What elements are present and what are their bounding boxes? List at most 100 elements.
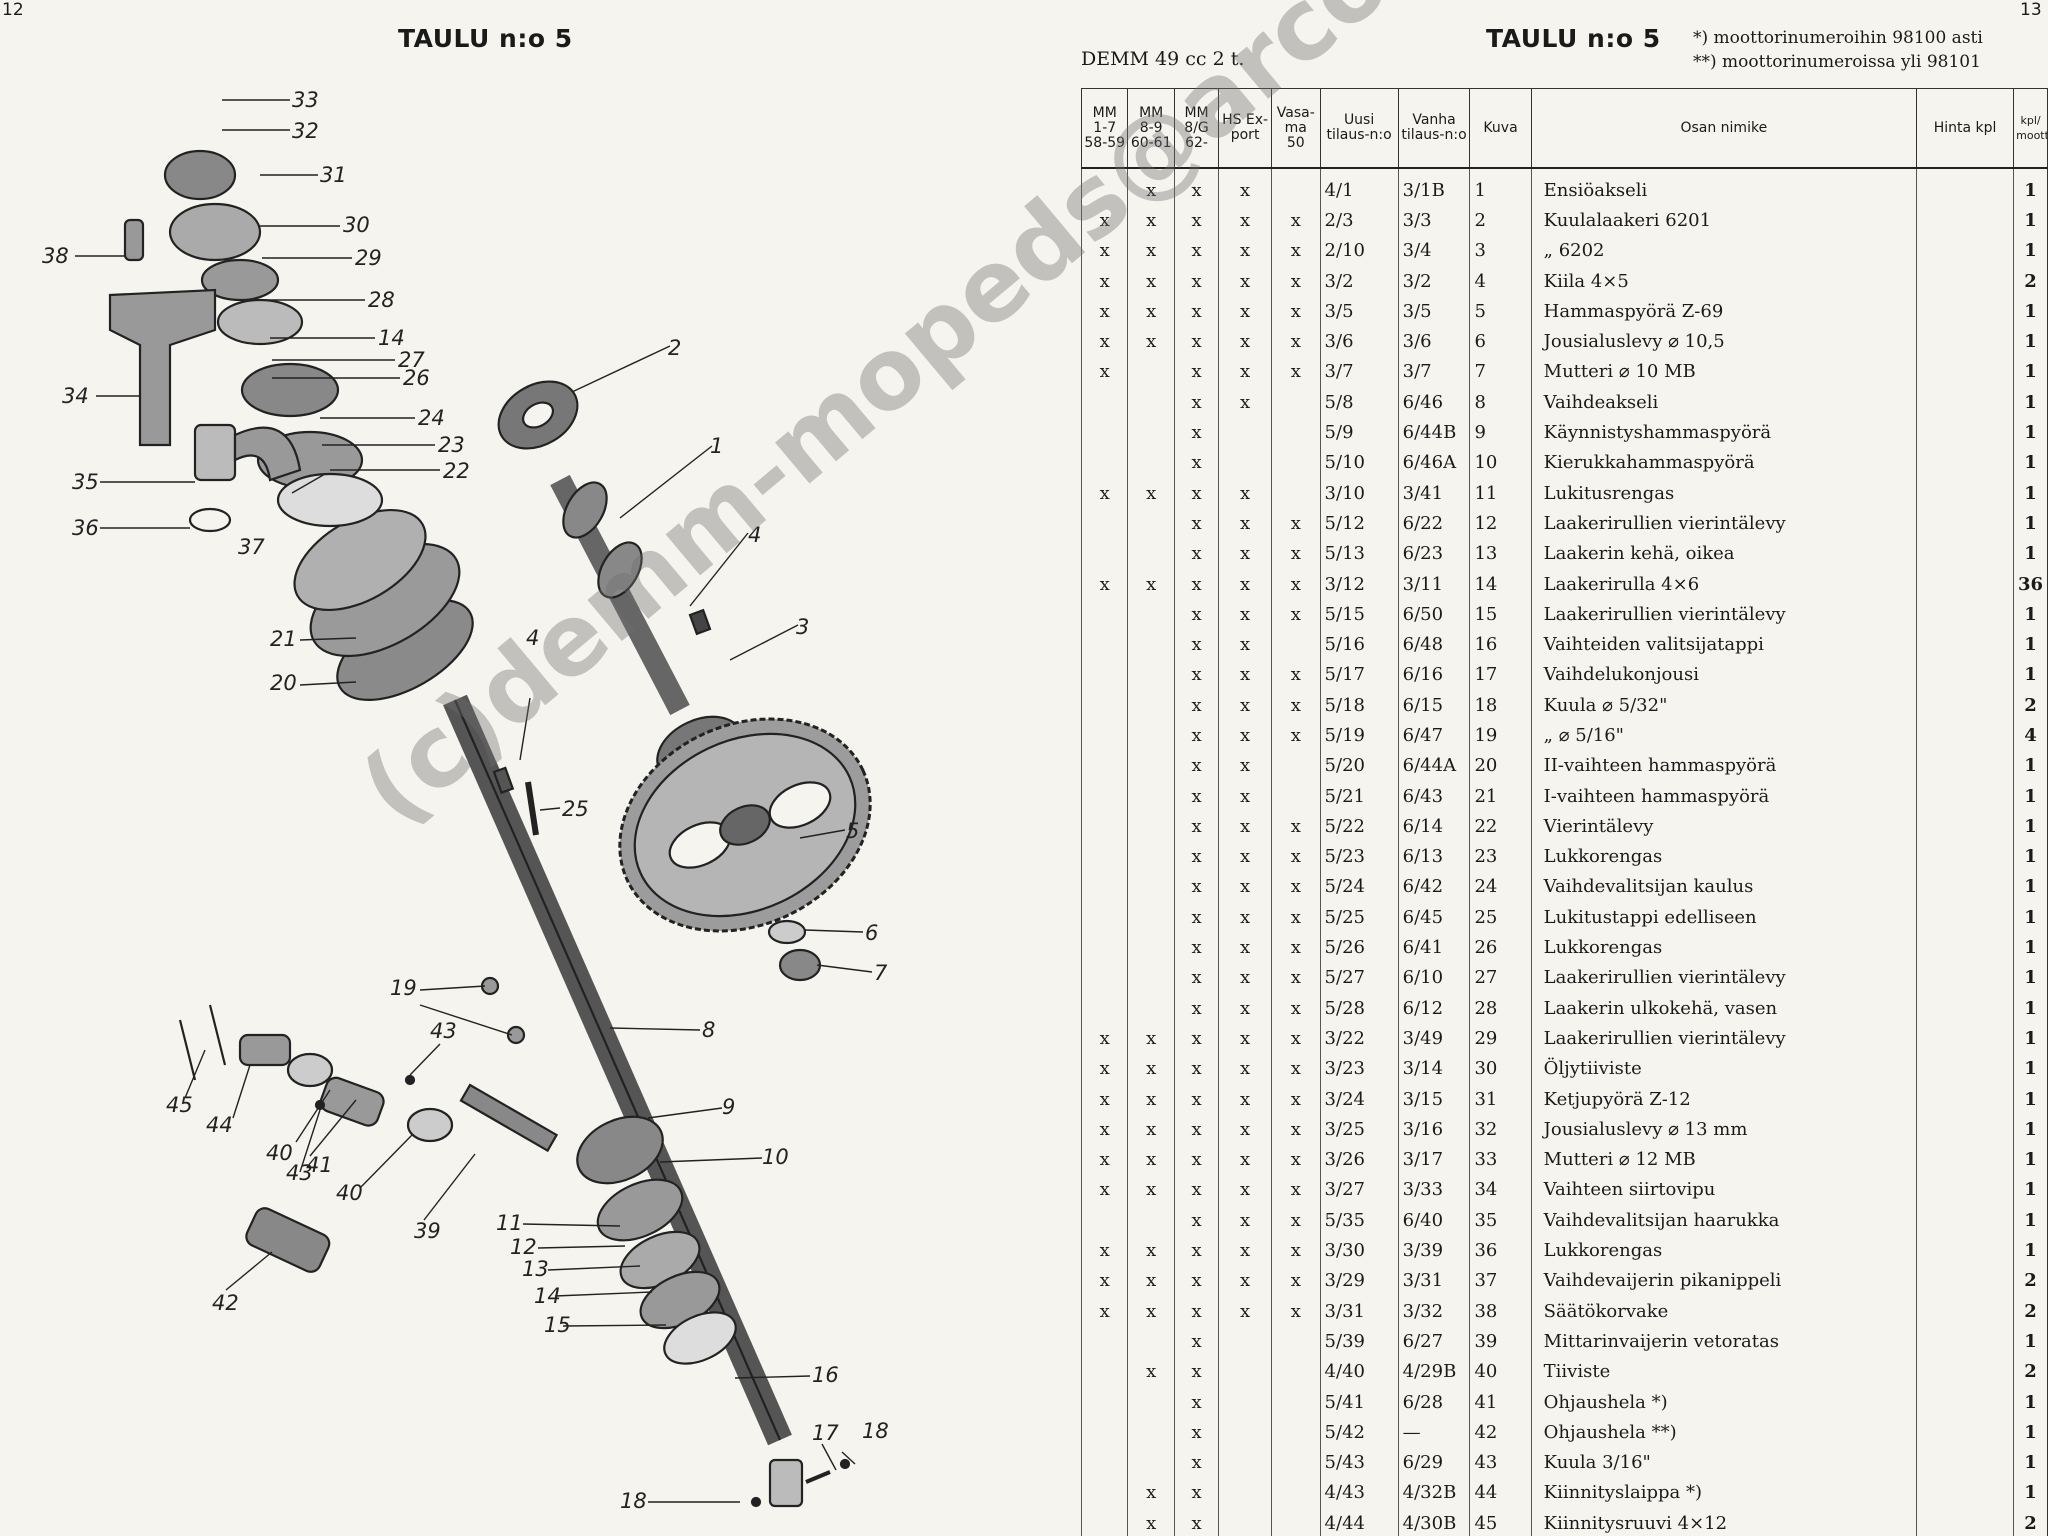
cell-mm-8g: x <box>1173 1447 1219 1478</box>
cell-part-name: Kiila 4×5 <box>1530 265 1917 297</box>
cell-price <box>1915 780 2014 812</box>
cell-hs-export: x <box>1218 629 1272 660</box>
cell-old-order-no: 6/15 <box>1397 690 1470 721</box>
cell-part-name: Säätökorvake <box>1530 1295 1917 1327</box>
cell-mm-1-7: x <box>1080 205 1128 236</box>
cell-mm-8-9 <box>1127 780 1175 812</box>
col-header-qty: kpl/ moott. <box>2013 88 2048 169</box>
callout-8: 8 <box>702 1018 715 1042</box>
cell-mm-8-9: x <box>1127 477 1175 509</box>
cell-part-name: Tiiviste <box>1530 1356 1917 1387</box>
cell-mm-8-9 <box>1127 356 1175 388</box>
cell-mm-8g: x <box>1173 296 1219 327</box>
cell-price <box>1915 1417 2014 1448</box>
cell-qty: 1 <box>2013 417 2048 448</box>
cell-mm-1-7 <box>1080 1356 1128 1387</box>
cell-part-name: Vaihdeakseli <box>1530 387 1917 418</box>
cell-figure: 18 <box>1469 690 1532 721</box>
cell-vasama: x <box>1270 659 1321 691</box>
cell-hs-export: x <box>1218 750 1272 781</box>
cell-mm-1-7: x <box>1080 1053 1128 1084</box>
cell-figure: 3 <box>1469 235 1532 266</box>
cell-qty: 1 <box>2013 538 2048 569</box>
cell-new-order-no: 5/35 <box>1319 1205 1399 1236</box>
cell-qty: 1 <box>2013 168 2048 206</box>
cell-hs-export: x <box>1218 1144 1272 1175</box>
cell-vasama: x <box>1270 508 1321 539</box>
cell-qty: 2 <box>2013 1265 2048 1296</box>
cell-mm-8g: x <box>1173 720 1219 751</box>
cell-old-order-no: 4/30B <box>1397 1508 1470 1536</box>
cell-price <box>1915 1326 2014 1357</box>
cell-vasama <box>1270 1417 1321 1448</box>
cell-figure: 14 <box>1469 568 1532 600</box>
cell-old-order-no: 3/41 <box>1397 477 1470 509</box>
cell-hs-export: x <box>1218 356 1272 388</box>
cell-part-name: Vaihteen siirtovipu <box>1530 1174 1917 1206</box>
col-header-hs-export: HS Ex-port <box>1218 88 1272 169</box>
callout-19: 19 <box>390 976 417 1000</box>
cell-old-order-no: 3/39 <box>1397 1235 1470 1266</box>
cell-mm-8-9 <box>1127 902 1175 933</box>
cell-hs-export: x <box>1218 1265 1272 1296</box>
cell-vasama: x <box>1270 1235 1321 1266</box>
cell-part-name: Lukitusrengas <box>1530 477 1917 509</box>
footnotes: *) moottorinumeroihin 98100 asti **) moo… <box>1693 26 1983 74</box>
cell-mm-8g: x <box>1173 659 1219 691</box>
cell-qty: 1 <box>2013 902 2048 933</box>
cell-old-order-no: 3/6 <box>1397 326 1470 357</box>
cell-vasama: x <box>1270 811 1321 842</box>
cell-new-order-no: 5/42 <box>1319 1417 1399 1448</box>
cell-vasama <box>1270 1356 1321 1387</box>
cell-mm-1-7 <box>1080 993 1128 1024</box>
cell-vasama: x <box>1270 1023 1321 1054</box>
cell-qty: 1 <box>2013 932 2048 963</box>
cell-hs-export <box>1218 1386 1272 1418</box>
cell-price <box>1915 1477 2014 1509</box>
callout-45: 45 <box>166 1093 193 1117</box>
cell-part-name: Kuula 3/16" <box>1530 1447 1917 1478</box>
cell-hs-export: x <box>1218 780 1272 812</box>
cell-figure: 12 <box>1469 508 1532 539</box>
cell-figure: 36 <box>1469 1235 1532 1266</box>
cell-mm-8g: x <box>1173 265 1219 297</box>
cell-hs-export: x <box>1218 568 1272 600</box>
cell-mm-8g: x <box>1173 1023 1219 1054</box>
cell-new-order-no: 5/9 <box>1319 417 1399 448</box>
cell-old-order-no: 3/17 <box>1397 1144 1470 1175</box>
cell-new-order-no: 5/24 <box>1319 871 1399 903</box>
callout-2: 2 <box>668 336 681 360</box>
cell-mm-8-9 <box>1127 659 1175 691</box>
callout-39: 39 <box>414 1219 441 1243</box>
cell-qty: 1 <box>2013 1114 2048 1145</box>
cell-vasama: x <box>1270 356 1321 388</box>
cell-old-order-no: 6/40 <box>1397 1205 1470 1236</box>
cell-mm-1-7 <box>1080 750 1128 781</box>
cell-mm-8-9 <box>1127 1417 1175 1448</box>
cell-hs-export: x <box>1218 993 1272 1024</box>
cell-qty: 1 <box>2013 780 2048 812</box>
cell-mm-8g: x <box>1173 1205 1219 1236</box>
cell-part-name: Kiinnitysruuvi 4×12 <box>1530 1508 1917 1536</box>
cell-mm-8g: x <box>1173 629 1219 660</box>
cell-vasama: x <box>1270 720 1321 751</box>
footnote-2: **) moottorinumeroissa yli 98101 <box>1693 52 1981 72</box>
parts-table: MM 1-7 58-59 MM 8-9 60-61 MM 8/G 62- HS … <box>1080 88 2048 1536</box>
callout-36: 36 <box>72 516 99 540</box>
cell-mm-8-9: x <box>1127 205 1175 236</box>
cell-old-order-no: 6/44B <box>1397 417 1470 448</box>
cell-figure: 37 <box>1469 1265 1532 1296</box>
cell-part-name: Vaihdevaijerin pikanippeli <box>1530 1265 1917 1296</box>
cell-new-order-no: 5/43 <box>1319 1447 1399 1478</box>
cell-mm-8-9 <box>1127 387 1175 418</box>
cell-qty: 2 <box>2013 1295 2048 1327</box>
cell-vasama: x <box>1270 902 1321 933</box>
callout-32: 32 <box>292 119 319 143</box>
